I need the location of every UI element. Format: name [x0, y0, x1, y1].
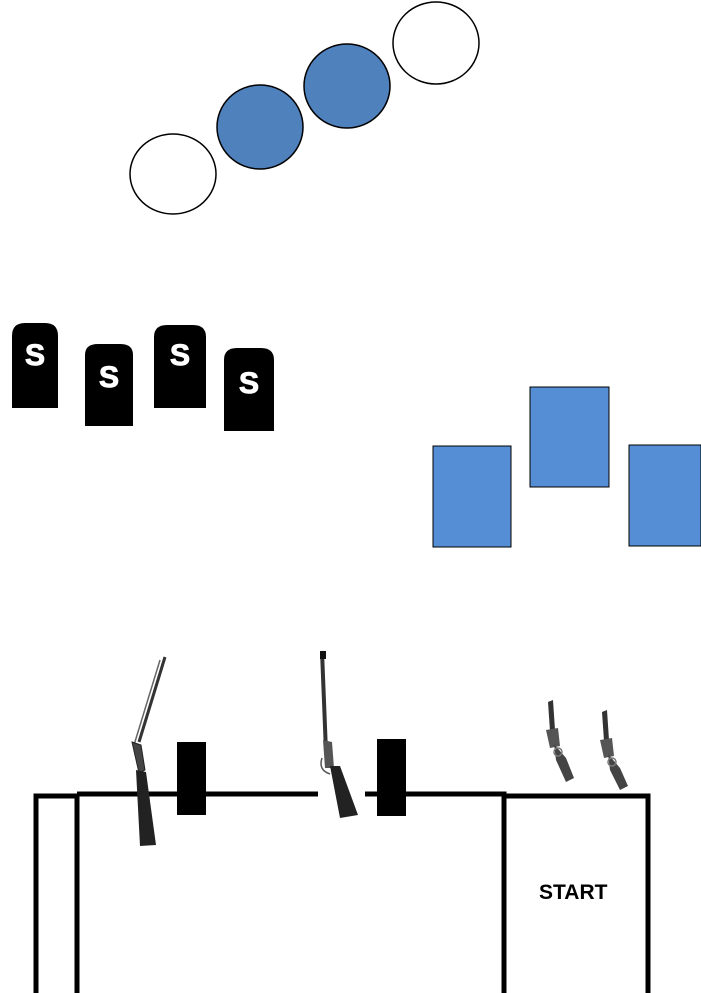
circle-target-4	[392, 1, 480, 85]
revolver-icon	[600, 710, 628, 790]
barricade-post-2	[377, 739, 406, 816]
start-label: START	[539, 881, 608, 904]
shotgun-icon	[131, 656, 167, 846]
circle-target-3	[303, 43, 391, 129]
rect-target-3	[628, 444, 701, 547]
s-target-label: S	[99, 361, 119, 394]
revolver-icon	[546, 700, 574, 782]
s-target-label: S	[170, 339, 190, 372]
bench-outline	[33, 791, 651, 993]
circle-target-2	[216, 84, 304, 170]
rect-target-1	[432, 445, 512, 548]
s-target: S	[85, 344, 133, 426]
s-target: S	[154, 325, 206, 408]
rect-target-2	[529, 386, 610, 488]
s-target: S	[224, 348, 274, 431]
s-target-label: S	[239, 367, 259, 400]
barricade-post-1	[177, 742, 206, 815]
s-target-label: S	[25, 339, 45, 372]
circle-targets	[129, 1, 480, 215]
circle-target-1	[129, 133, 217, 215]
s-target: S	[12, 323, 58, 408]
s-targets: S S S S	[12, 323, 274, 431]
rect-targets	[432, 386, 701, 548]
rifle-icon	[320, 650, 358, 818]
